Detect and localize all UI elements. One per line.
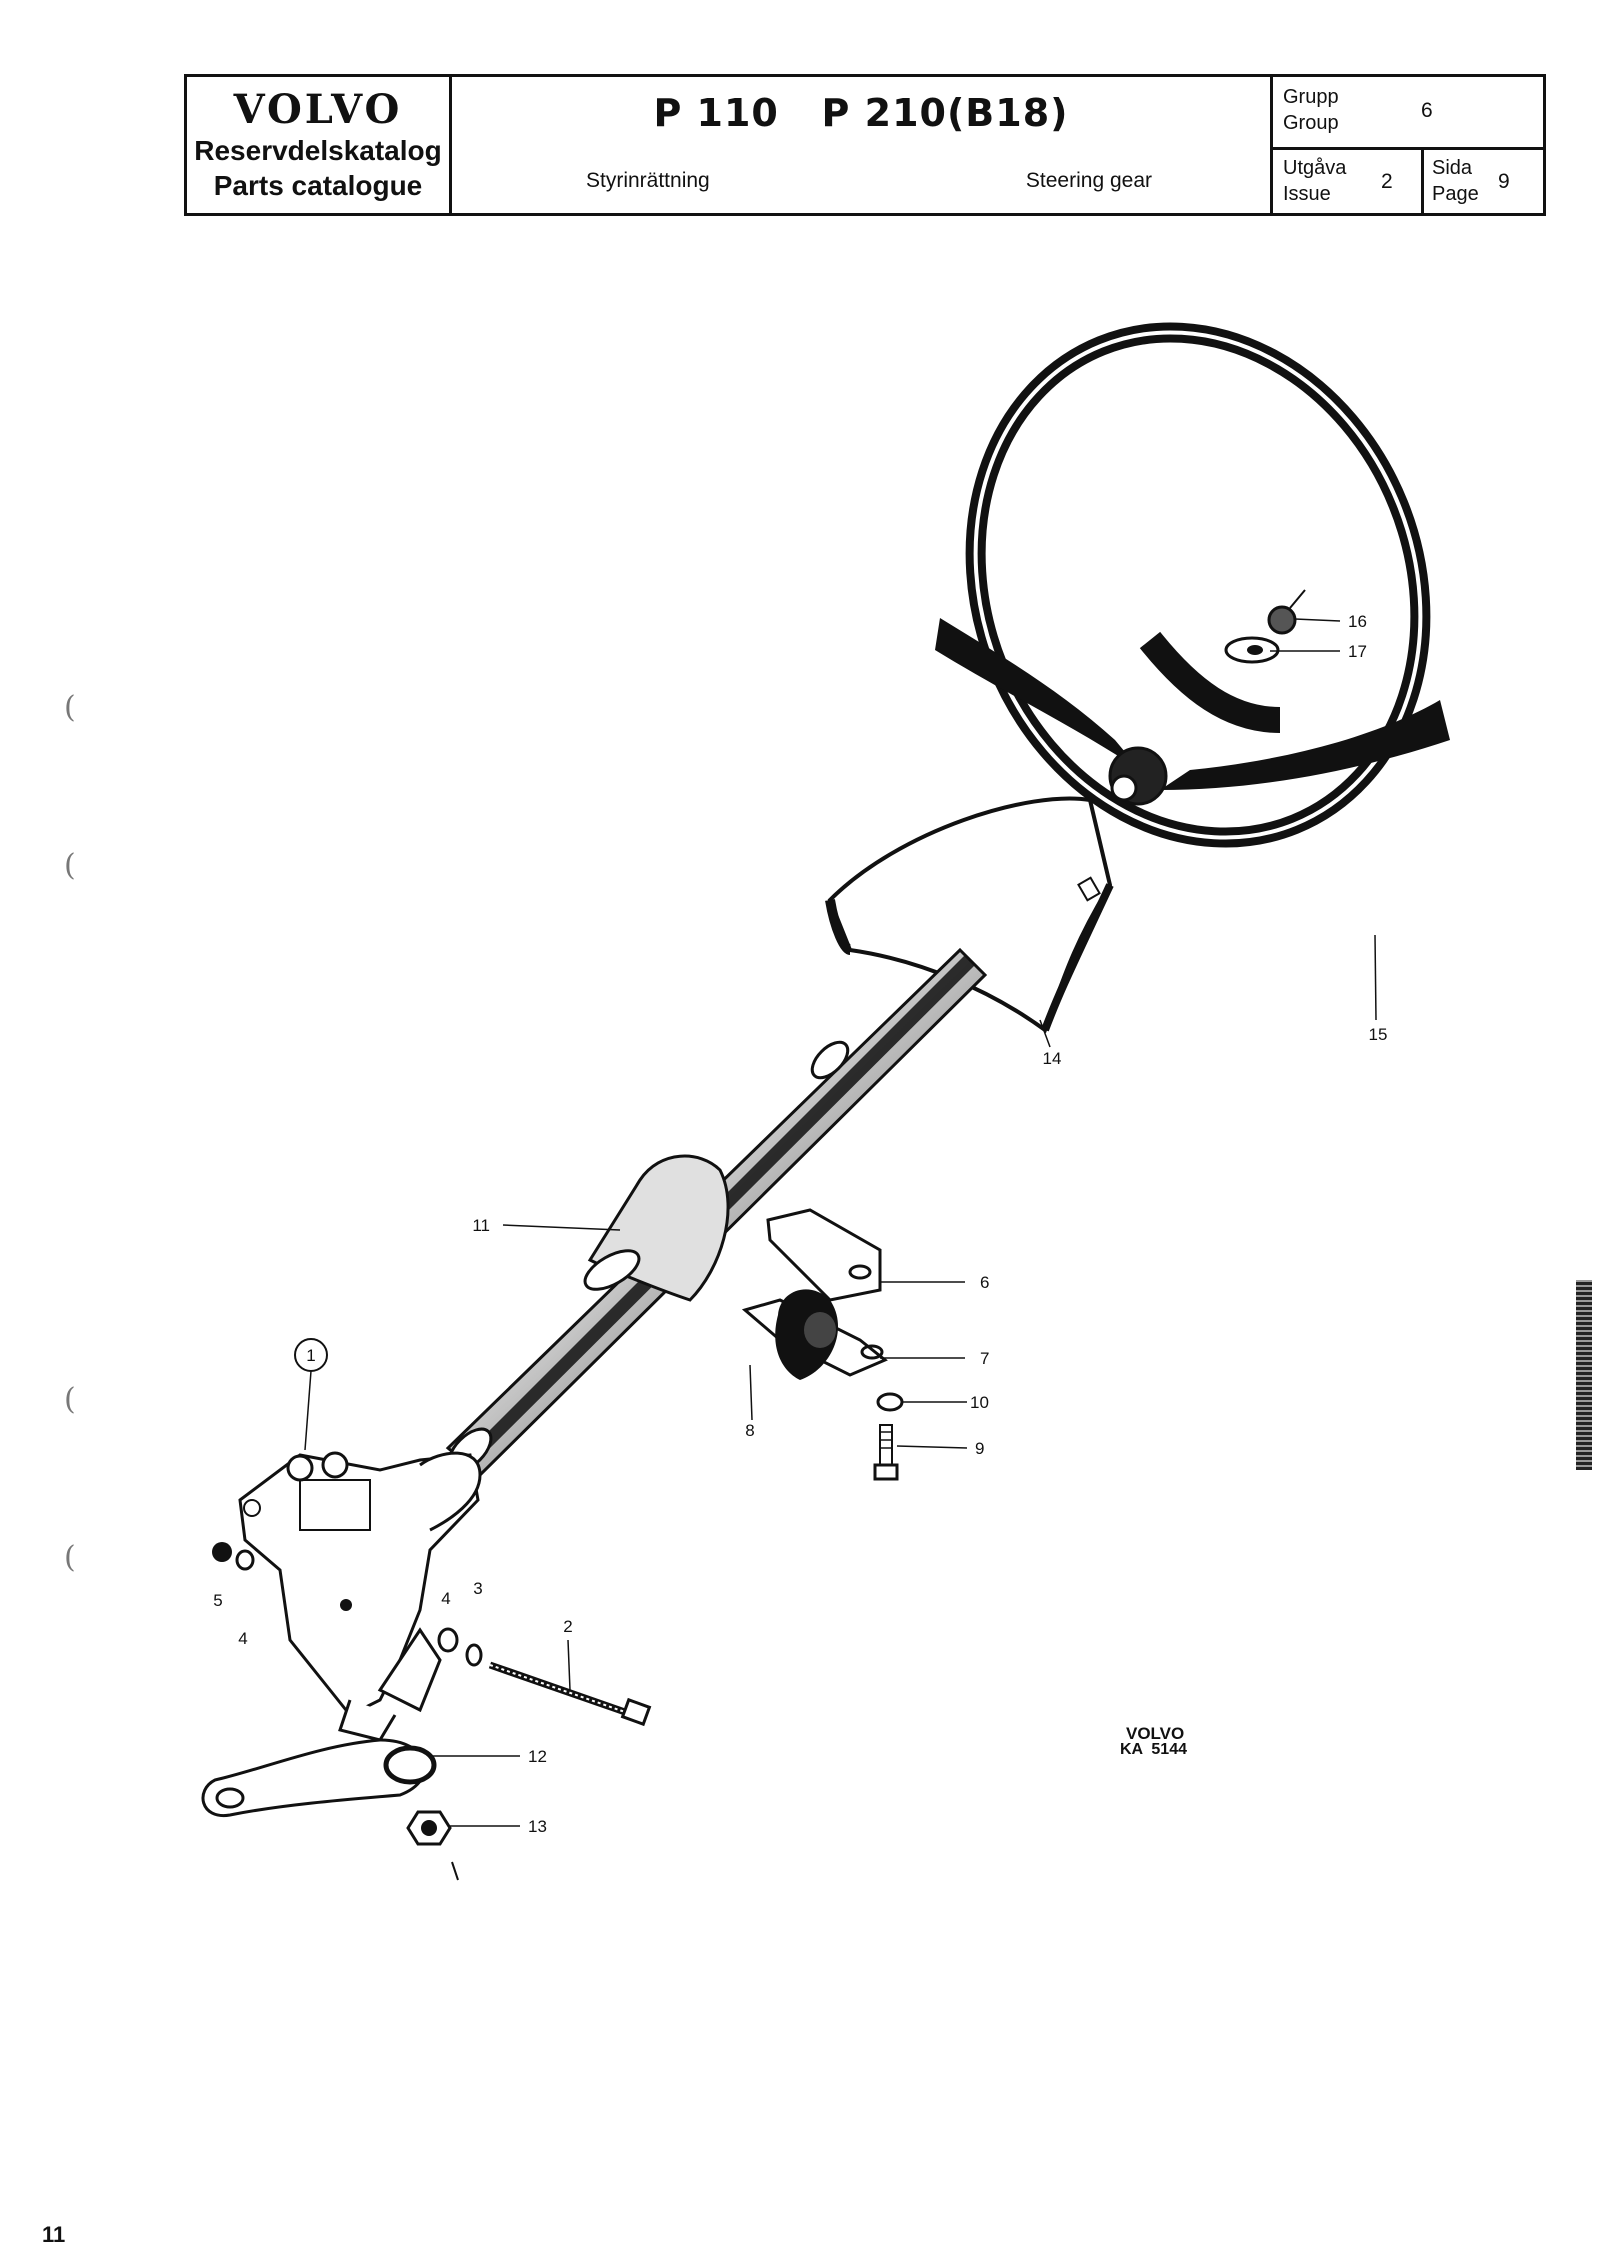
clamp-rubber xyxy=(775,1289,839,1380)
callout-labels: 1 2 3 4 4 5 6 7 8 9 10 11 12 13 14 15 16… xyxy=(213,612,1387,1836)
bracket-bolt xyxy=(873,1424,899,1481)
steering-gearbox xyxy=(238,1451,482,1742)
group-cell: Grupp Group 6 xyxy=(1273,77,1543,150)
binder-mark: ( xyxy=(64,1540,76,1575)
callout-11: 11 xyxy=(472,1216,490,1235)
gearbox-lock-washer xyxy=(465,1643,483,1667)
brand-cell: VOLVO Reservdelskatalog Parts catalogue xyxy=(187,77,452,213)
lock-washer xyxy=(1224,636,1280,664)
page-label-en: Page xyxy=(1432,183,1479,205)
callout-5: 5 xyxy=(213,1591,222,1610)
stamp-code: KA 5144 xyxy=(1120,1741,1187,1758)
callout-7: 7 xyxy=(980,1349,989,1368)
callout-9: 9 xyxy=(975,1439,984,1458)
issue-label-sv: Utgåva xyxy=(1283,157,1347,179)
callout-1-circle xyxy=(294,1338,328,1372)
issue-value: 2 xyxy=(1381,170,1393,193)
callout-12: 12 xyxy=(528,1747,547,1766)
callout-13: 13 xyxy=(528,1817,547,1836)
title-cell: P 110 P 210(B18) Styrinrättning Steering… xyxy=(452,77,1273,213)
group-label-sv: Grupp xyxy=(1283,86,1339,108)
binder-mark: ( xyxy=(64,848,76,883)
binder-mark: ( xyxy=(64,1382,76,1417)
group-value: 6 xyxy=(1421,99,1433,122)
stamp-brand: VOLVO xyxy=(1126,1724,1185,1743)
section-title-sv: Styrinrättning xyxy=(586,169,710,192)
callout-3: 3 xyxy=(473,1579,482,1598)
callout-4-right: 4 xyxy=(441,1589,450,1608)
pitman-arm xyxy=(201,1738,437,1818)
drawing-stamp: VOLVO KA 5144 xyxy=(1120,1724,1187,1758)
volvo-logo: VOLVO xyxy=(233,86,403,133)
page-cell: Sida Page 9 xyxy=(1424,150,1543,213)
callout-16: 16 xyxy=(1348,612,1367,631)
gearbox-bolt xyxy=(488,1661,652,1727)
page-value: 9 xyxy=(1498,170,1510,193)
column-shroud xyxy=(825,796,1114,1034)
callout-15: 15 xyxy=(1369,1025,1388,1044)
bracket-washer xyxy=(876,1392,904,1412)
pitman-nut xyxy=(406,1810,459,1881)
page-label-sv: Sida xyxy=(1432,157,1473,179)
callout-1: 1 xyxy=(306,1346,315,1365)
callout-4-left: 4 xyxy=(238,1629,247,1648)
gearbox-washer-left xyxy=(235,1549,255,1571)
callout-10: 10 xyxy=(970,1393,989,1412)
page-number: 11 xyxy=(42,2222,66,2247)
column-seal xyxy=(583,1154,730,1302)
group-index-tab xyxy=(1576,1280,1592,1470)
issue-label-en: Issue xyxy=(1283,183,1331,205)
gearbox-nut xyxy=(212,1542,232,1562)
section-title-en: Steering gear xyxy=(1025,169,1152,192)
leader-lines xyxy=(304,618,1377,1827)
catalog-title-sv: Reservdelskatalog xyxy=(194,135,442,166)
callout-17: 17 xyxy=(1348,642,1367,661)
catalog-header: VOLVO Reservdelskatalog Parts catalogue … xyxy=(184,74,1546,216)
gearbox-washer-right xyxy=(437,1627,459,1653)
callout-14: 14 xyxy=(1043,1049,1062,1068)
issue-cell: Utgåva Issue 2 xyxy=(1273,150,1424,213)
callout-6: 6 xyxy=(980,1273,989,1292)
meta-cell: Grupp Group 6 Utgåva Issue 2 Sida Page 9 xyxy=(1273,77,1543,213)
group-label-en: Group xyxy=(1283,112,1339,134)
hub-nut xyxy=(1267,589,1306,635)
catalog-title-en: Parts catalogue xyxy=(213,170,423,201)
steering-wheel xyxy=(935,322,1450,848)
binder-mark: ( xyxy=(64,690,76,725)
model-title: P 110 P 210(B18) xyxy=(653,91,1069,135)
callout-2: 2 xyxy=(563,1617,572,1636)
callout-8: 8 xyxy=(745,1421,754,1440)
column-bracket xyxy=(766,1208,882,1302)
